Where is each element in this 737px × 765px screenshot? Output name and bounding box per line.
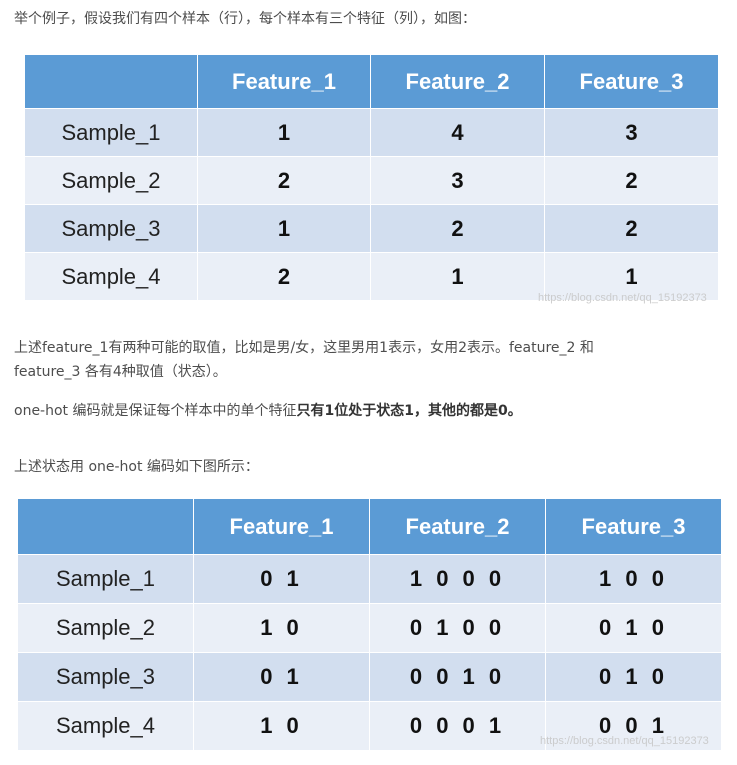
cell-value: 1 bbox=[197, 108, 371, 157]
table-row: Sample_4 1 0 0 0 0 1 0 0 1 bbox=[17, 701, 722, 751]
cell-value: 1 0 0 0 bbox=[369, 554, 546, 604]
para-onehot-def: one-hot 编码就是保证每个样本中的单个特征只有1位处于状态1，其他的都是0… bbox=[14, 398, 522, 424]
cell-value: 0 1 0 0 bbox=[369, 603, 546, 653]
table-header-blank bbox=[17, 498, 194, 555]
cell-value: 2 bbox=[544, 156, 719, 205]
watermark: https://blog.csdn.net/qq_15192373 bbox=[538, 292, 707, 304]
row-label: Sample_1 bbox=[24, 108, 198, 157]
onehot-table: Feature_1 Feature_2 Feature_3 Sample_1 0… bbox=[17, 498, 722, 751]
cell-value: 1 bbox=[370, 252, 545, 301]
row-label: Sample_4 bbox=[24, 252, 198, 301]
cell-value: 0 1 0 bbox=[545, 603, 722, 653]
row-label: Sample_1 bbox=[17, 554, 194, 604]
cell-value: 3 bbox=[544, 108, 719, 157]
table-row: Sample_1 0 1 1 0 0 0 1 0 0 bbox=[17, 554, 722, 604]
cell-value: 3 bbox=[370, 156, 545, 205]
table-row: Sample_1 1 4 3 bbox=[24, 108, 719, 157]
cell-value: 1 0 bbox=[193, 603, 370, 653]
table-header-feature-1: Feature_1 bbox=[193, 498, 370, 555]
cell-value: 2 bbox=[544, 204, 719, 253]
para-onehot-intro: 上述状态用 one-hot 编码如下图所示： bbox=[14, 459, 259, 475]
row-label: Sample_3 bbox=[17, 652, 194, 702]
cell-value: 1 0 0 bbox=[545, 554, 722, 604]
para-feature-desc-line1: 上述feature_1有两种可能的取值，比如是男/女，这里男用1表示，女用2表示… bbox=[14, 340, 594, 356]
table-header-blank bbox=[24, 54, 198, 109]
cell-value: 1 0 bbox=[193, 701, 370, 751]
table-row: Sample_3 1 2 2 bbox=[24, 204, 719, 253]
cell-value: 4 bbox=[370, 108, 545, 157]
cell-value: 0 1 bbox=[193, 554, 370, 604]
cell-value: 0 0 1 0 bbox=[369, 652, 546, 702]
cell-value: 0 0 1 bbox=[545, 701, 722, 751]
cell-value: 0 1 0 bbox=[545, 652, 722, 702]
row-label: Sample_4 bbox=[17, 701, 194, 751]
table-header-feature-3: Feature_3 bbox=[545, 498, 722, 555]
para-feature-desc-line2: feature_3 各有4种取值（状态）。 bbox=[14, 364, 227, 380]
cell-value: 2 bbox=[197, 252, 371, 301]
cell-value: 1 bbox=[544, 252, 719, 301]
row-label: Sample_3 bbox=[24, 204, 198, 253]
cell-value: 0 0 0 1 bbox=[369, 701, 546, 751]
cell-value: 2 bbox=[197, 156, 371, 205]
row-label: Sample_2 bbox=[17, 603, 194, 653]
table-header-feature-2: Feature_2 bbox=[370, 54, 545, 109]
para-onehot-def-normal: one-hot 编码就是保证每个样本中的单个特征 bbox=[14, 403, 297, 419]
table-header-feature-1: Feature_1 bbox=[197, 54, 371, 109]
cell-value: 2 bbox=[370, 204, 545, 253]
table-header-feature-2: Feature_2 bbox=[369, 498, 546, 555]
table-row: Sample_2 1 0 0 1 0 0 0 1 0 bbox=[17, 603, 722, 653]
table-row: Sample_3 0 1 0 0 1 0 0 1 0 bbox=[17, 652, 722, 702]
table-header-feature-3: Feature_3 bbox=[544, 54, 719, 109]
cell-value: 0 1 bbox=[193, 652, 370, 702]
table-row: Sample_2 2 3 2 bbox=[24, 156, 719, 205]
intro-text: 举个例子，假设我们有四个样本（行），每个样本有三个特征（列），如图： bbox=[14, 11, 476, 27]
para-onehot-def-bold: 只有1位处于状态1，其他的都是0。 bbox=[296, 403, 522, 419]
cell-value: 1 bbox=[197, 204, 371, 253]
watermark: https://blog.csdn.net/qq_15192373 bbox=[540, 735, 709, 747]
feature-table: Feature_1 Feature_2 Feature_3 Sample_1 1… bbox=[24, 54, 719, 301]
row-label: Sample_2 bbox=[24, 156, 198, 205]
table-row: Sample_4 2 1 1 bbox=[24, 252, 719, 301]
